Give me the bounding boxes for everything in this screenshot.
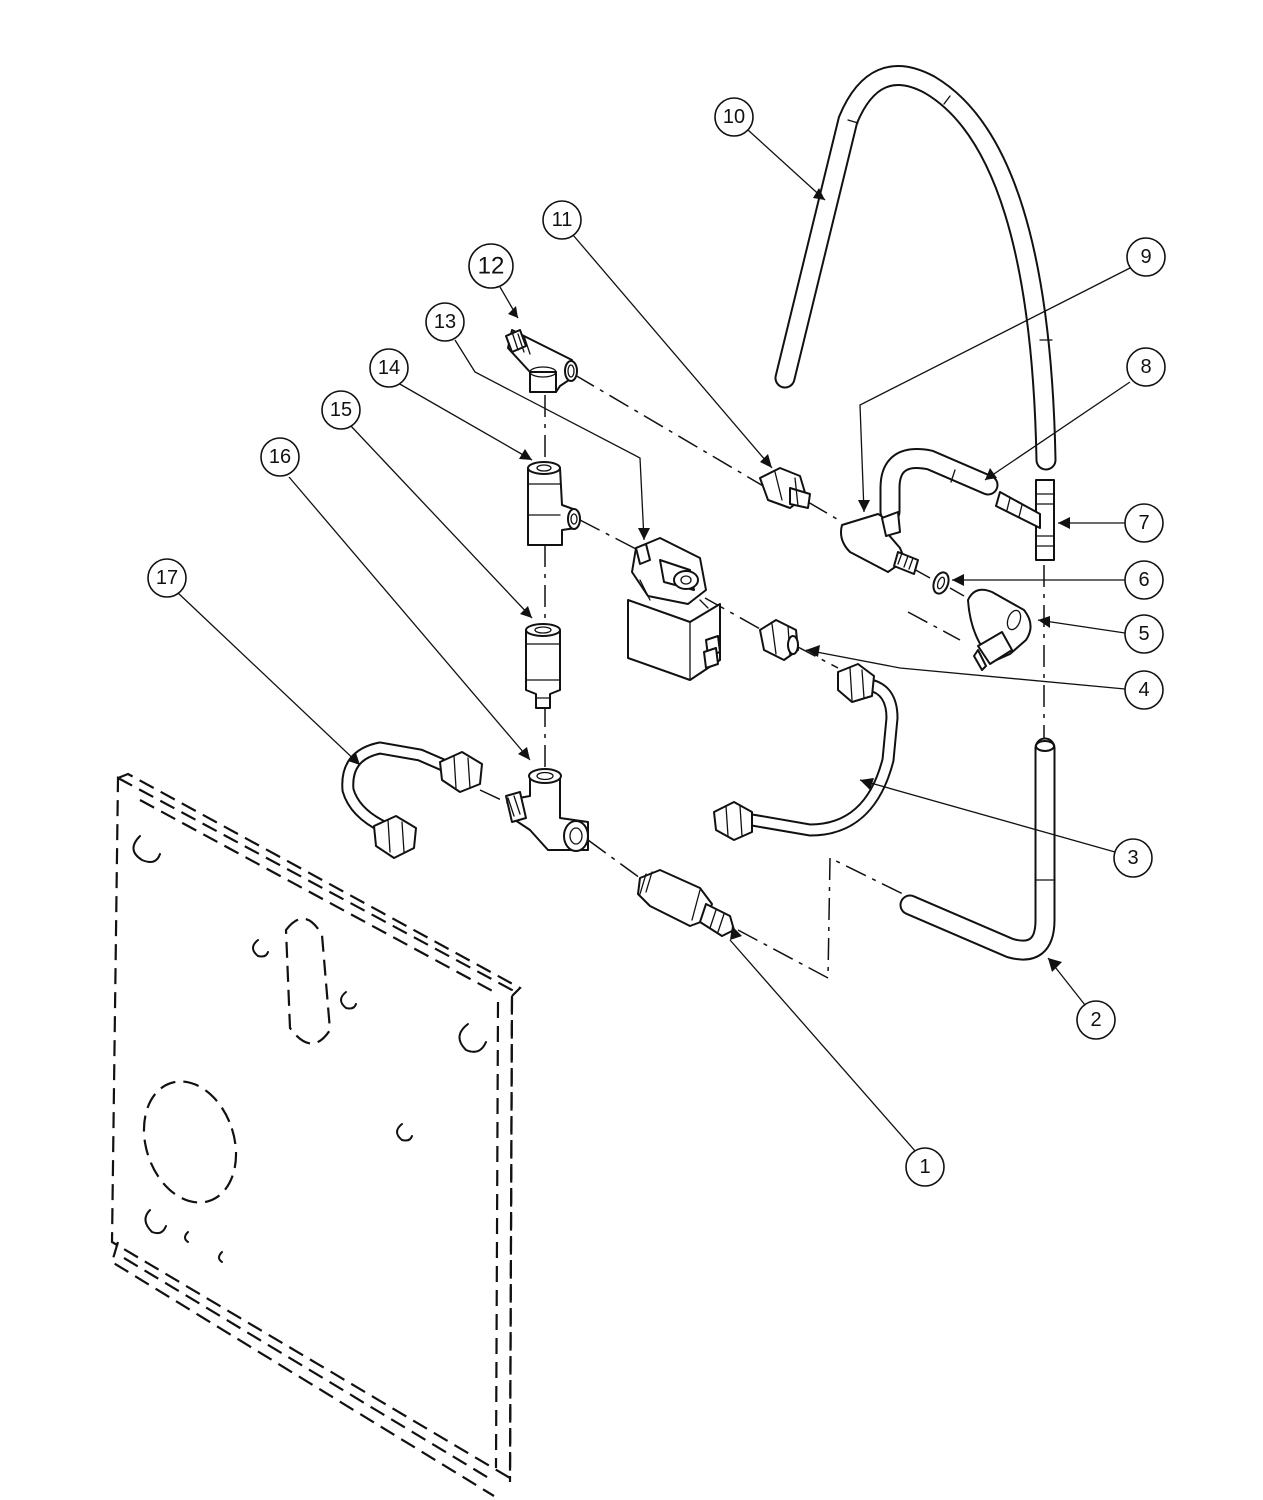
callout-12: 12 — [468, 243, 514, 289]
callout-7: 7 — [1124, 503, 1164, 543]
callout-10: 10 — [714, 97, 754, 137]
callout-3-label: 3 — [1127, 847, 1138, 869]
callout-5: 5 — [1124, 614, 1164, 654]
callout-16: 16 — [260, 437, 300, 477]
callout-8: 8 — [1126, 347, 1166, 387]
part-6-o-ring — [932, 571, 950, 595]
arrowheads — [348, 188, 1070, 972]
part-10-hose — [774, 65, 1057, 471]
part-3-tube — [713, 663, 899, 841]
assembly-centerlines — [479, 374, 1045, 980]
callout-3: 3 — [1113, 838, 1153, 878]
part-11-nut — [759, 467, 811, 509]
part-15-check-valve — [525, 623, 561, 709]
part-4-adapter — [759, 619, 799, 661]
mounting-panel — [110, 772, 522, 1497]
part-1-barb-fitting — [637, 869, 735, 937]
callout-11: 11 — [542, 200, 582, 240]
callout-17-label: 17 — [156, 567, 178, 589]
part-7-tee-fitting — [995, 479, 1055, 561]
part-5-elbow — [967, 588, 1032, 671]
callout-2-label: 2 — [1090, 1009, 1101, 1031]
part-9-fitting — [840, 511, 919, 575]
part-13-solenoid-valve — [627, 537, 721, 681]
part-16-tee — [505, 768, 589, 852]
callout-4-label: 4 — [1138, 679, 1149, 701]
callout-15: 15 — [321, 390, 361, 430]
part-2-hose — [899, 737, 1056, 961]
callout-4: 4 — [1124, 670, 1164, 710]
leader-lines — [176, 129, 1131, 1153]
callout-7-label: 7 — [1138, 512, 1149, 534]
callout-1-label: 1 — [919, 1156, 930, 1178]
callout-13-label: 13 — [434, 311, 456, 333]
part-12-tee — [505, 329, 578, 393]
callout-10-label: 10 — [723, 106, 745, 128]
callout-9-label: 9 — [1140, 246, 1151, 268]
part-14-tee — [527, 461, 581, 546]
callout-6: 6 — [1124, 560, 1164, 600]
callout-8-label: 8 — [1140, 356, 1151, 378]
callout-12-label: 12 — [478, 253, 505, 280]
part-8-hose — [879, 448, 999, 523]
callout-14: 14 — [369, 348, 409, 388]
callout-6-label: 6 — [1138, 569, 1149, 591]
callout-13: 13 — [425, 302, 465, 342]
part-17-tube — [341, 741, 483, 859]
callout-2: 2 — [1076, 1000, 1116, 1040]
callout-9: 9 — [1126, 237, 1166, 277]
callout-16-label: 16 — [269, 446, 291, 468]
callout-17: 17 — [147, 558, 187, 598]
callout-15-label: 15 — [330, 399, 352, 421]
callout-11-label: 11 — [552, 209, 573, 231]
callout-14-label: 14 — [378, 357, 400, 379]
callout-5-label: 5 — [1138, 623, 1149, 645]
callout-1: 1 — [905, 1147, 945, 1187]
